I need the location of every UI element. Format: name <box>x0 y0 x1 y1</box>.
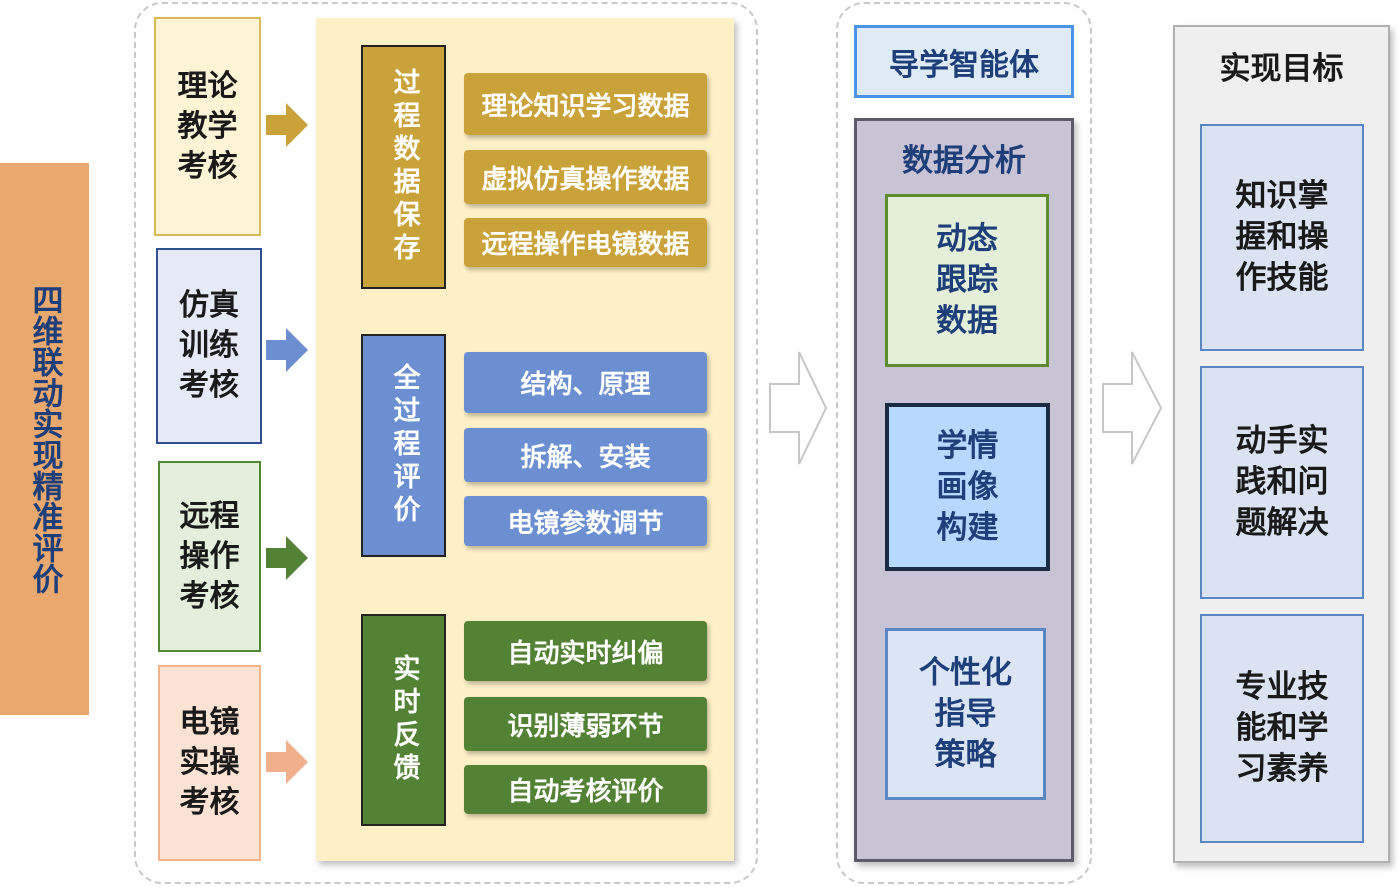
group-item: 远程操作电镜数据 <box>464 218 707 267</box>
goal-professional-literacy: 专业技能和学习素养 <box>1200 614 1364 843</box>
arrow-right-icon <box>266 740 308 784</box>
group-label-full-evaluation: 全过程评价 <box>361 334 446 557</box>
category-microscope: 电镜实操考核 <box>158 665 261 861</box>
group-item: 结构、原理 <box>464 352 707 413</box>
group-item: 虚拟仿真操作数据 <box>464 150 707 204</box>
group-item: 电镜参数调节 <box>464 496 707 546</box>
agent-title: 导学智能体 <box>854 25 1074 98</box>
group-item: 理论知识学习数据 <box>464 73 707 135</box>
category-remote: 远程操作考核 <box>158 461 261 652</box>
side-title: 四维联动实现精准评价 <box>0 163 89 715</box>
goals-title: 实现目标 <box>1219 50 1344 87</box>
analysis-box-personalized-guidance: 个性化指导策略 <box>885 628 1046 800</box>
analysis-box-dynamic-tracking: 动态跟踪数据 <box>885 194 1049 367</box>
analysis-title: 数据分析 <box>902 142 1026 179</box>
agent-group-border <box>836 2 1092 884</box>
assessment-group-border <box>134 2 758 884</box>
goal-practice-problem-solving: 动手实践和问题解决 <box>1200 366 1364 599</box>
arrow-right-icon <box>266 103 308 147</box>
group-item: 拆解、安装 <box>464 428 707 482</box>
category-simulation: 仿真训练考核 <box>156 248 262 444</box>
group-label-data-saving: 过程数据保存 <box>361 45 446 289</box>
group-label-realtime-feedback: 实时反馈 <box>361 614 446 826</box>
arrow-right-icon <box>266 536 308 580</box>
arrow-right-icon <box>266 328 308 372</box>
category-theory: 理论教学考核 <box>154 17 261 236</box>
big-arrow-icon <box>1102 350 1163 470</box>
big-arrow-icon <box>769 350 828 470</box>
group-item: 识别薄弱环节 <box>464 697 707 751</box>
analysis-box-learner-profile: 学情画像构建 <box>885 403 1050 571</box>
goal-knowledge-skills: 知识掌握和操作技能 <box>1200 124 1364 351</box>
group-item: 自动考核评价 <box>464 765 707 814</box>
group-item: 自动实时纠偏 <box>464 621 707 681</box>
